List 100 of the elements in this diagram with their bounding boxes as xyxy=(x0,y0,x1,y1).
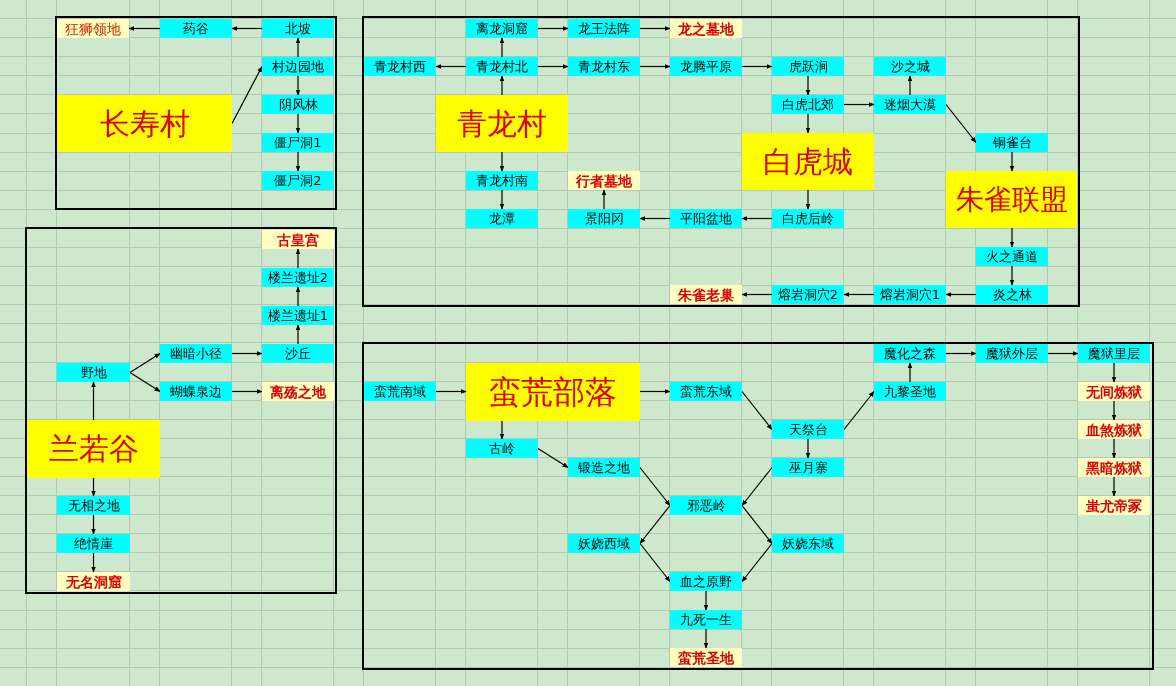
arrow xyxy=(805,189,811,210)
location-box: 无相之地 xyxy=(57,496,130,515)
arrow xyxy=(295,37,301,58)
location-box: 青龙村东 xyxy=(568,57,640,76)
location-box: 平阳盆地 xyxy=(670,209,742,228)
location-box: 青龙村西 xyxy=(364,57,436,76)
destination-box: 离殇之地 xyxy=(262,382,334,401)
location-box: 蝴蝶泉边 xyxy=(160,382,232,401)
arrow xyxy=(703,590,709,611)
location-box: 龙潭 xyxy=(466,209,538,228)
arrow xyxy=(129,371,161,393)
town-box: 白虎城 xyxy=(742,133,874,190)
location-box: 白虎北郊 xyxy=(772,95,844,114)
location-box: 魔狱外层 xyxy=(976,344,1048,363)
location-box: 僵尸洞1 xyxy=(262,133,334,152)
arrow xyxy=(907,75,913,96)
arrow xyxy=(91,381,96,421)
arrow xyxy=(741,216,773,221)
location-box: 村边园地 xyxy=(262,57,334,76)
location-box: 野地 xyxy=(57,363,130,382)
location-box: 白虎后岭 xyxy=(772,209,844,228)
town-box: 青龙村 xyxy=(436,95,568,152)
location-box: 蛮荒南域 xyxy=(364,382,436,401)
arrow xyxy=(231,26,263,31)
location-box: 幽暗小径 xyxy=(160,344,232,363)
location-box: 绝情崖 xyxy=(57,534,130,553)
location-box: 邪恶岭 xyxy=(670,496,742,515)
location-box: 炎之林 xyxy=(976,285,1048,304)
arrow xyxy=(639,542,671,583)
arrow xyxy=(703,628,709,649)
arrow xyxy=(537,447,569,469)
arrow xyxy=(499,420,505,440)
arrow xyxy=(741,64,773,69)
arrow xyxy=(435,389,467,394)
location-box: 九黎圣地 xyxy=(874,382,946,401)
arrow xyxy=(128,26,161,31)
arrow xyxy=(537,26,569,31)
arrow xyxy=(741,466,773,507)
arrow xyxy=(435,64,467,69)
arrow xyxy=(295,286,301,307)
location-box: 龙王法阵 xyxy=(568,19,640,38)
region-frame xyxy=(362,342,1154,670)
arrow xyxy=(295,75,301,96)
arrow xyxy=(843,292,875,297)
town-box: 蛮荒部落 xyxy=(466,363,640,421)
arrow xyxy=(499,189,505,210)
arrow xyxy=(805,75,811,96)
arrow xyxy=(295,248,301,269)
arrow xyxy=(499,75,505,96)
destination-box: 龙之墓地 xyxy=(670,19,742,38)
location-box: 药谷 xyxy=(160,19,232,38)
arrow xyxy=(1111,438,1117,459)
destination-box: 蚩尤帝冢 xyxy=(1078,496,1150,515)
destination-box: 行者墓地 xyxy=(568,171,640,190)
destination-box: 狂狮领地 xyxy=(57,19,129,38)
arrow xyxy=(231,351,263,356)
location-box: 妖娆西域 xyxy=(568,534,640,553)
location-box: 青龙村南 xyxy=(466,171,538,190)
region-frame xyxy=(362,16,1080,307)
region-frame xyxy=(55,16,337,210)
destination-box: 古皇宫 xyxy=(262,230,334,249)
arrow xyxy=(537,64,569,69)
region-frame xyxy=(25,227,337,594)
location-box: 九死一生 xyxy=(670,610,742,629)
location-box: 蛮荒东域 xyxy=(670,382,742,401)
location-box: 古岭 xyxy=(466,439,538,458)
location-box: 僵尸洞2 xyxy=(262,171,334,190)
destination-box: 血煞炼狱 xyxy=(1078,420,1150,439)
arrow xyxy=(1111,476,1117,497)
location-box: 天祭台 xyxy=(772,420,844,439)
arrow xyxy=(945,103,977,144)
location-box: 铜雀台 xyxy=(976,133,1048,152)
town-box: 朱雀联盟 xyxy=(946,171,1077,228)
arrow xyxy=(639,466,671,507)
location-box: 虎跃涧 xyxy=(772,57,844,76)
arrow xyxy=(295,113,301,134)
arrow xyxy=(639,26,671,31)
arrow xyxy=(1111,400,1117,421)
arrow xyxy=(639,389,671,394)
location-box: 迷烟大漠 xyxy=(874,95,946,114)
arrow xyxy=(805,438,811,459)
arrow xyxy=(91,477,96,497)
location-box: 沙丘 xyxy=(262,344,334,363)
destination-box: 蛮荒圣地 xyxy=(670,648,742,667)
arrow xyxy=(91,552,96,573)
arrow xyxy=(741,504,773,545)
town-box: 兰若谷 xyxy=(27,420,160,478)
location-box: 巫月寨 xyxy=(772,458,844,477)
location-box: 景阳冈 xyxy=(568,209,640,228)
arrow xyxy=(295,151,301,172)
destination-box: 无名洞窟 xyxy=(57,572,130,591)
destination-box: 无间炼狱 xyxy=(1078,382,1150,401)
arrow xyxy=(843,390,875,431)
arrow xyxy=(499,151,505,172)
location-box: 魔狱里层 xyxy=(1078,344,1150,363)
location-box: 离龙洞窟 xyxy=(466,19,538,38)
location-box: 阴风林 xyxy=(262,95,334,114)
location-box: 沙之城 xyxy=(874,57,946,76)
arrow xyxy=(1009,151,1015,172)
town-box: 长寿村 xyxy=(57,95,232,152)
